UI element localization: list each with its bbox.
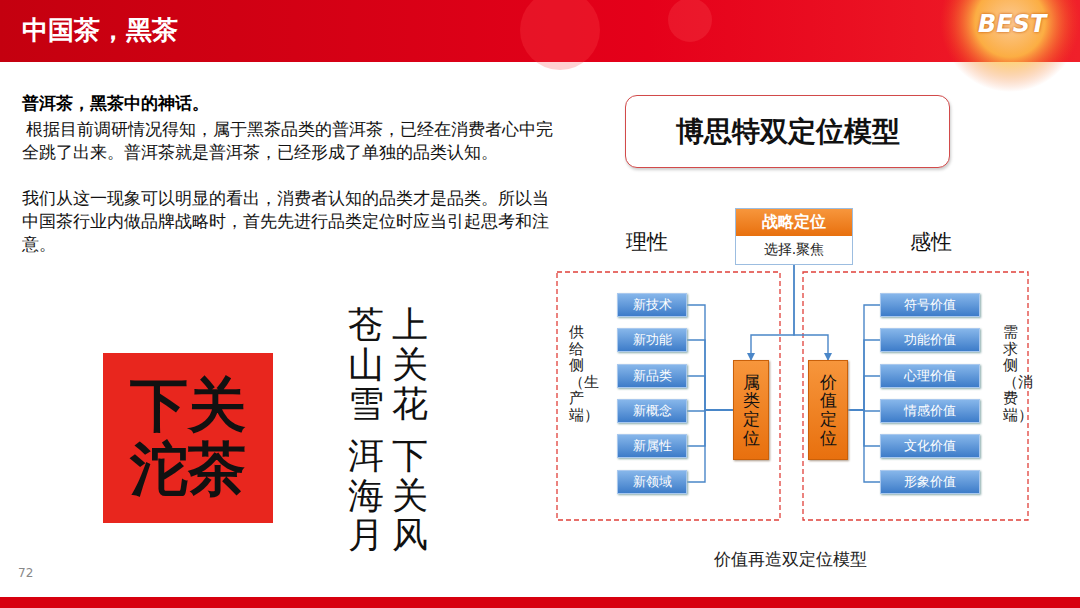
vertical-verse: 洱海月 — [348, 436, 384, 555]
connector — [687, 305, 733, 410]
axis-label: 理性 — [626, 228, 668, 256]
side-label: 供给侧（生产端） — [569, 324, 584, 423]
vertical-verse: 上关花 — [392, 305, 428, 424]
process-box: 情感价值 — [880, 399, 980, 423]
slide-title: 中国茶，黑茶 — [22, 13, 178, 48]
vertical-verse: 苍山雪 — [348, 305, 384, 424]
box-label: 新技术 — [633, 296, 672, 314]
process-box: 新概念 — [617, 399, 687, 423]
box-label: 功能价值 — [904, 331, 956, 349]
process-box: 新品类 — [617, 364, 687, 388]
side-label: 需求侧（消费端） — [1003, 324, 1018, 423]
positioning-box: 价值定位 — [808, 360, 848, 460]
connector — [687, 410, 733, 446]
connector — [687, 340, 733, 410]
strategy-heading: 战略定位 — [736, 209, 852, 236]
axis-label: 感性 — [910, 228, 952, 256]
logo-text: 下关沱茶 — [127, 374, 249, 502]
box-label: 形象价值 — [904, 473, 956, 491]
strategy-box: 战略定位选择.聚焦 — [735, 208, 853, 265]
body-paragraph: 根据目前调研情况得知，属于黑茶品类的普洱茶，已经在消费者心中完全跳了出来。普洱茶… — [22, 118, 557, 164]
logo-burst — [940, 0, 1080, 92]
connector — [687, 410, 733, 482]
box-label: 价值定位 — [820, 373, 837, 448]
connector — [751, 265, 794, 360]
box-label: 属类定位 — [743, 373, 760, 448]
vertical-verse: 下关风 — [392, 436, 428, 555]
process-box: 新技术 — [617, 293, 687, 317]
diagram-caption: 价值再造双定位模型 — [690, 548, 890, 571]
strategy-subtitle: 选择.聚焦 — [736, 236, 852, 264]
box-label: 文化价值 — [904, 437, 956, 455]
process-box: 形象价值 — [880, 470, 980, 494]
connector — [687, 376, 733, 410]
model-title-box: 博思特双定位模型 — [625, 95, 950, 168]
connector — [848, 376, 880, 410]
process-box: 文化价值 — [880, 434, 980, 458]
box-label: 新属性 — [633, 437, 672, 455]
section-heading: 普洱茶，黑茶中的神话。 — [22, 92, 562, 115]
box-title: 博思特双定位模型 — [676, 113, 900, 151]
brand-logo-text: BEST — [978, 10, 1046, 38]
brand-logo: 下关沱茶 — [103, 353, 273, 523]
page-number: 72 — [18, 566, 33, 580]
connector — [794, 265, 828, 360]
process-box: 新领域 — [617, 470, 687, 494]
connector — [848, 305, 880, 410]
box-label: 新功能 — [633, 331, 672, 349]
dashed-region: 需求侧（消费端） 价值定位 符号价值功能价值心理价值情感价值文化价值形象价值 — [803, 272, 1028, 520]
process-box: 符号价值 — [880, 293, 980, 317]
positioning-box: 属类定位 — [733, 360, 769, 460]
box-label: 心理价值 — [904, 367, 956, 385]
box-label: 情感价值 — [904, 402, 956, 420]
process-box: 心理价值 — [880, 364, 980, 388]
footer-bar — [0, 597, 1080, 608]
dashed-region: 供给侧（生产端） 新技术新功能新品类新概念新属性新领域 属类定位 — [557, 272, 780, 520]
process-box: 新功能 — [617, 328, 687, 352]
box-label: 新概念 — [633, 402, 672, 420]
header-bubble — [668, 0, 712, 42]
connector — [848, 340, 880, 410]
process-box: 功能价值 — [880, 328, 980, 352]
box-label: 新品类 — [633, 367, 672, 385]
dashed-region-outline — [803, 272, 1028, 520]
body-paragraph: 我们从这一现象可以明显的看出，消费者认知的品类才是品类。所以当中国茶行业内做品牌… — [22, 187, 557, 256]
header-bubble — [520, 0, 600, 70]
dashed-region-outline — [557, 272, 780, 520]
box-label: 符号价值 — [904, 296, 956, 314]
box-label: 新领域 — [633, 473, 672, 491]
connector — [848, 410, 880, 482]
process-box: 新属性 — [617, 434, 687, 458]
